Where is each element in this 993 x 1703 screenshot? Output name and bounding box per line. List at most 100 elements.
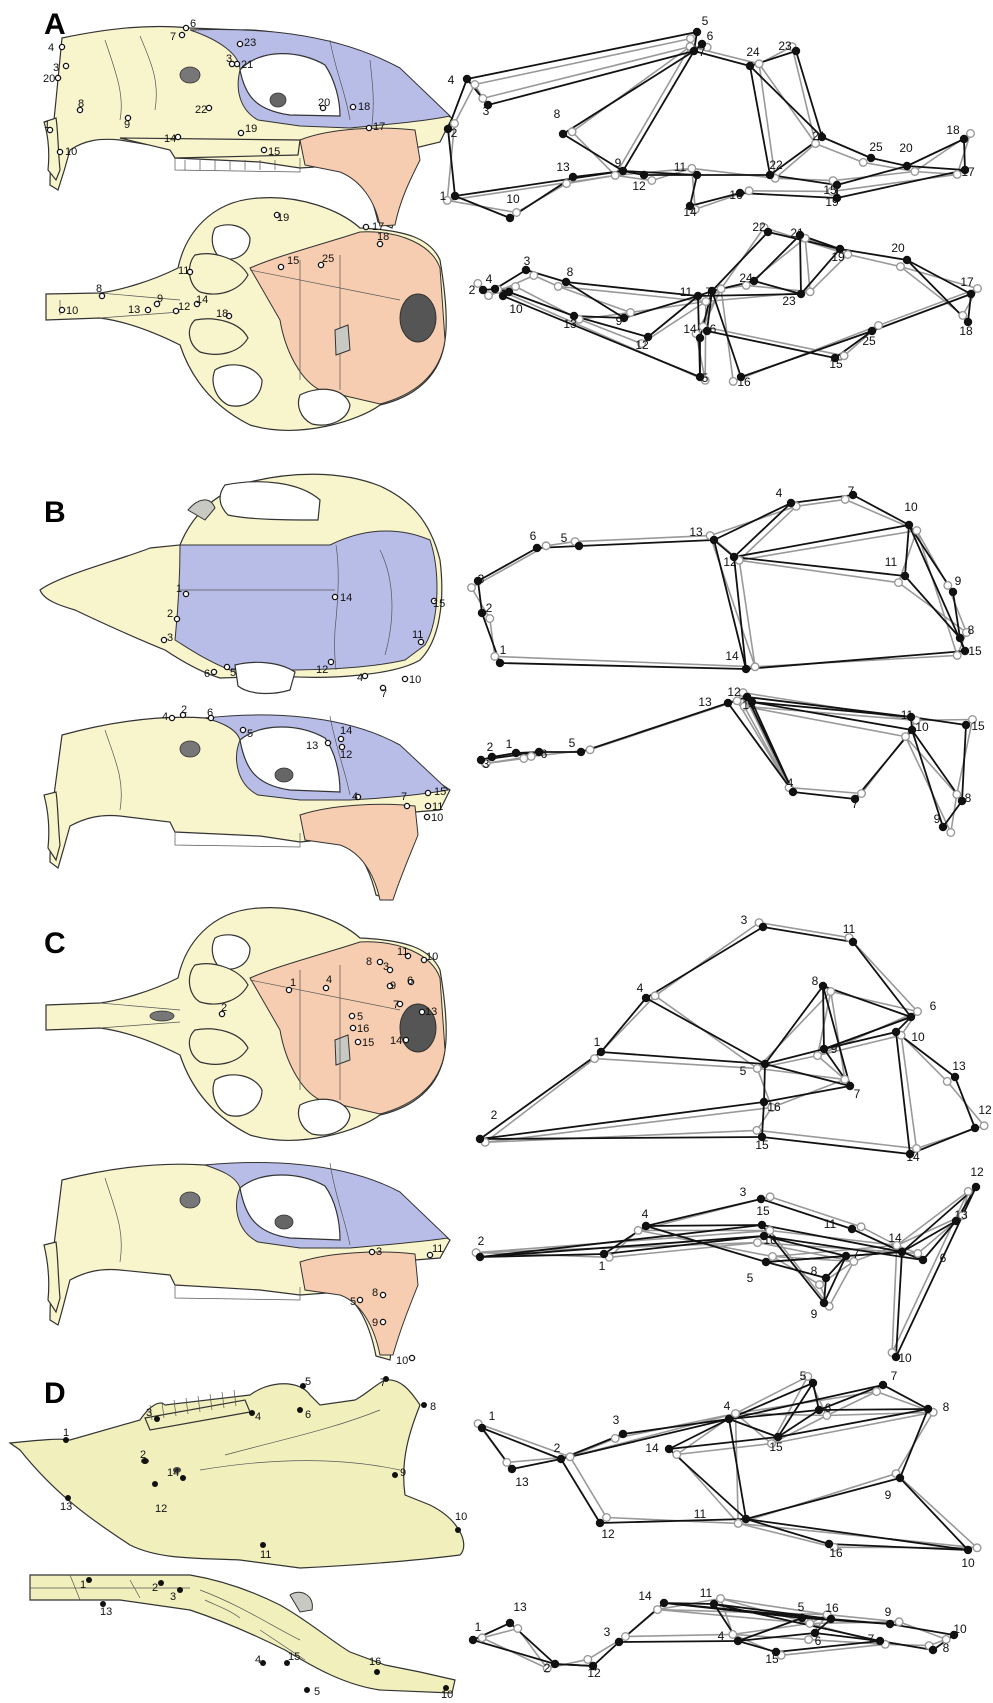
landmark-6 (907, 1013, 915, 1021)
landmark-10 (892, 1028, 900, 1036)
landmark-grey-9 (944, 582, 952, 590)
landmark-label-10: 10 (509, 302, 523, 316)
svg-text:1: 1 (63, 1427, 69, 1439)
landmark-25 (867, 154, 875, 162)
landmark-label-1: 1 (475, 1620, 482, 1634)
wireframe-edge (896, 1252, 902, 1357)
landmark-label-1: 1 (501, 287, 508, 301)
landmark-13 (951, 1073, 959, 1081)
svg-text:8: 8 (372, 1287, 378, 1299)
landmark-label-18: 18 (946, 123, 960, 137)
wireframe-edge-grey (744, 706, 905, 736)
landmark-label-6: 6 (530, 529, 537, 543)
landmark-6 (815, 1406, 823, 1414)
svg-text:4: 4 (255, 1411, 261, 1423)
landmark-grey-15 (753, 1127, 761, 1135)
landmark-label-6: 6 (825, 1401, 832, 1415)
landmark-7 (842, 1252, 850, 1260)
landmark-grey-4 (651, 992, 659, 1000)
landmark-label-12: 12 (970, 1165, 984, 1179)
svg-text:4: 4 (357, 672, 363, 684)
wireframe-edge (872, 294, 971, 331)
wireframe-edge-grey (475, 39, 691, 85)
landmark-label-14: 14 (888, 1231, 902, 1245)
svg-text:6: 6 (207, 707, 213, 719)
svg-text:10: 10 (441, 1689, 453, 1701)
landmark-5 (761, 1060, 769, 1068)
landmark-grey-18 (959, 312, 967, 320)
svg-text:6: 6 (204, 668, 210, 680)
landmark-label-3: 3 (613, 1413, 620, 1427)
svg-text:25: 25 (322, 253, 334, 265)
landmark-13 (569, 173, 577, 181)
landmark-3 (615, 1638, 623, 1646)
landmark-20 (903, 162, 911, 170)
landmark-label-9: 9 (885, 1605, 892, 1619)
svg-text:8: 8 (366, 956, 372, 968)
wireframe-edge-grey (655, 923, 759, 996)
landmark-label-11: 11 (680, 285, 693, 299)
wireframe-edge (601, 998, 646, 1052)
wireframe-edge (900, 1409, 928, 1478)
landmark-grey-9 (611, 172, 619, 180)
landmark-label-4: 4 (718, 1629, 725, 1643)
landmark-label-8: 8 (968, 623, 975, 637)
landmark-5 (798, 1614, 806, 1622)
wireframe-edge (793, 792, 855, 799)
landmark-label-8: 8 (812, 974, 819, 988)
svg-text:2: 2 (152, 1582, 158, 1594)
wireframe-edge (837, 170, 965, 198)
landmark-label-5: 5 (800, 1369, 807, 1383)
landmark-8 (929, 1646, 937, 1654)
landmark-label-16: 16 (737, 375, 751, 389)
landmark-label-4: 4 (776, 486, 783, 500)
svg-text:14: 14 (164, 133, 176, 145)
landmark-grey-5 (806, 1620, 814, 1628)
panel-letter-b: B (44, 496, 66, 529)
wireframe-edge (646, 998, 765, 1064)
landmark-7 (879, 1381, 887, 1389)
svg-text:10: 10 (65, 146, 77, 158)
landmark-label-12: 12 (601, 1527, 615, 1541)
landmark-1 (597, 1048, 605, 1056)
wireframe-edge-grey (759, 923, 849, 938)
wireframe-edge (746, 651, 965, 669)
wireframe-a-lateral: 1234567891011121314151617181920212223242… (440, 14, 975, 222)
landmark-14 (898, 1248, 906, 1256)
landmark-5 (575, 542, 583, 550)
landmark-grey-9 (895, 1618, 903, 1626)
landmark-label-11: 11 (843, 922, 856, 936)
landmark-label-13: 13 (689, 525, 703, 539)
svg-text:18: 18 (216, 308, 228, 320)
wireframe-edge (907, 139, 964, 166)
skull-dorsal-b (40, 474, 442, 693)
wireframe-edge (907, 260, 968, 322)
landmark-grey-7 (841, 1076, 849, 1084)
svg-text:13: 13 (306, 740, 318, 752)
landmark-17 (967, 290, 975, 298)
svg-text:13: 13 (60, 1501, 72, 1513)
svg-text:19: 19 (245, 123, 257, 135)
landmark-22 (766, 171, 774, 179)
landmark-label-9: 9 (811, 1307, 818, 1321)
landmark-label-5: 5 (798, 1600, 805, 1614)
landmark-23 (792, 47, 800, 55)
landmark-grey-4 (729, 1631, 737, 1639)
landmark-2 (479, 286, 487, 294)
landmark-5 (577, 748, 585, 756)
landmark-grey-12 (584, 1656, 592, 1664)
landmark-label-12: 12 (978, 1103, 992, 1117)
landmark-label-3: 3 (483, 757, 490, 771)
landmark-grey-7 (858, 790, 866, 798)
landmark-4 (463, 75, 471, 83)
wireframe-edge (853, 495, 909, 525)
wireframe-edge-grey (906, 737, 951, 833)
landmark-grey-13 (503, 1459, 511, 1467)
landmark-4 (642, 1222, 650, 1230)
landmark-2 (476, 1135, 484, 1143)
landmark-label-15: 15 (968, 644, 982, 658)
landmark-label-7: 7 (852, 797, 859, 811)
landmark-label-4: 4 (787, 776, 794, 790)
landmark-grey-8 (554, 283, 562, 291)
landmark-grey-3 (622, 1633, 630, 1641)
